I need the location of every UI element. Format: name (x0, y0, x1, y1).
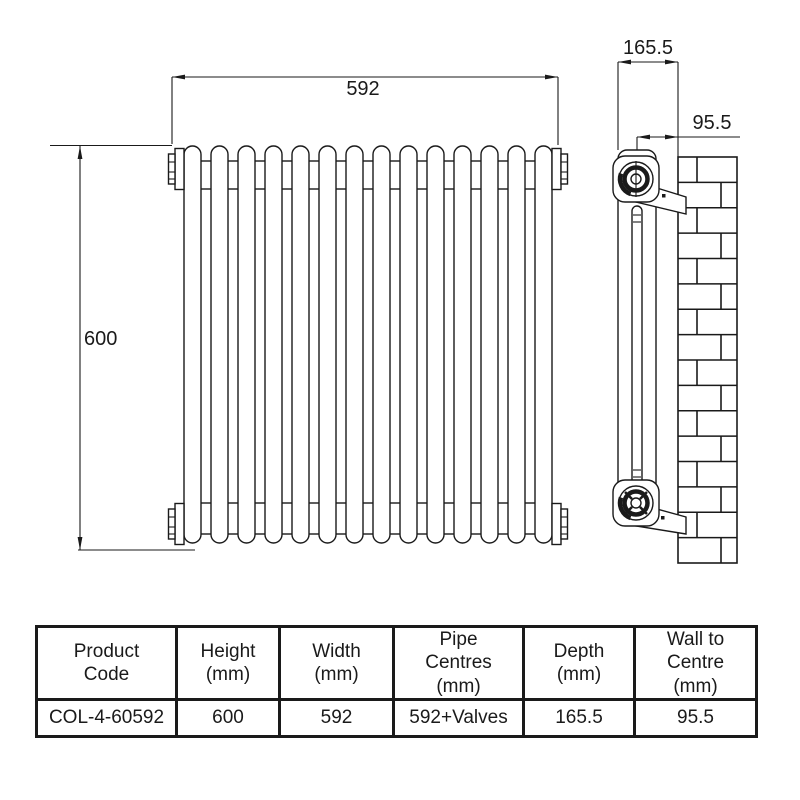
rear-column-tube (631, 205, 643, 487)
spec-table-header-row: Product Code Height (mm) Width (mm) Pipe… (35, 625, 758, 701)
radiator-end-caps (167, 147, 569, 546)
header-product-code: Product Code (35, 625, 178, 701)
top-pipe-connection (612, 155, 660, 203)
header-width: Width (mm) (278, 625, 395, 701)
technical-drawing: 592 600 165.5 (50, 37, 740, 564)
depth-dimension: 165.5 (617, 37, 679, 157)
brick-wall (677, 156, 738, 564)
header-height: Height (mm) (175, 625, 281, 701)
header-wall-to-centre: Wall to Centre (mm) (633, 625, 758, 701)
header-depth: Depth (mm) (522, 625, 636, 701)
spec-table: Product Code Height (mm) Width (mm) Pipe… (35, 625, 758, 738)
height-dimension-label: 600 (84, 328, 117, 350)
value-height: 600 (175, 698, 281, 738)
value-depth: 165.5 (522, 698, 636, 738)
spec-table-data-row: COL-4-60592 600 592 592+Valves 165.5 95.… (35, 698, 758, 738)
header-pipe-centres: Pipe Centres (mm) (392, 625, 525, 701)
width-dimension-label: 592 (346, 78, 379, 100)
wall-to-centre-dimension-label: 95.5 (693, 112, 732, 134)
width-dimension: 592 (171, 74, 559, 145)
side-view: 165.5 95.5 (612, 37, 740, 564)
value-width: 592 (278, 698, 395, 738)
depth-dimension-label: 165.5 (623, 37, 673, 59)
height-dimension: 600 (50, 144, 195, 551)
radiator-columns (183, 145, 553, 544)
wall-to-centre-dimension: 95.5 (636, 112, 740, 180)
bottom-pipe-connection (612, 479, 660, 527)
value-wall-to-centre: 95.5 (633, 698, 758, 738)
value-pipe-centres: 592+Valves (392, 698, 525, 738)
front-view: 592 600 (50, 74, 569, 551)
value-product-code: COL-4-60592 (35, 698, 178, 738)
